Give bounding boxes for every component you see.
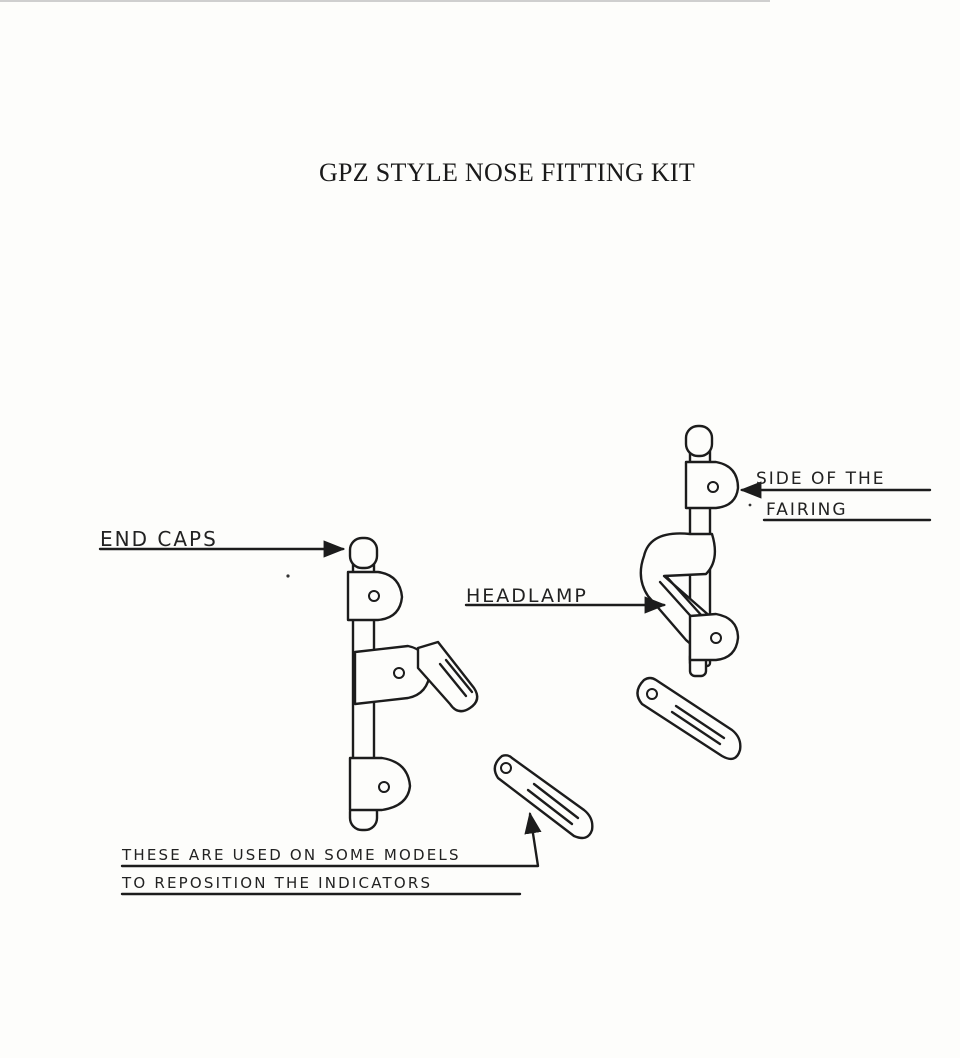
indicator-plate-center	[493, 754, 594, 840]
label-note-line2: TO REPOSITION THE INDICATORS	[122, 874, 433, 892]
diagram-title: GPZ STYLE NOSE FITTING KIT	[318, 158, 696, 187]
label-note-line1: THESE ARE USED ON SOME MODELS	[122, 846, 461, 864]
indicator-plate-right	[636, 676, 742, 761]
label-fairing: FAIRING	[766, 500, 848, 520]
right-top-end-cap	[684, 424, 714, 458]
label-end-caps: END CAPS	[100, 527, 218, 551]
label-side-of-the: SIDE OF THE	[756, 469, 886, 489]
label-headlamp: HEADLAMP	[466, 585, 588, 607]
left-bracket-assembly	[346, 536, 479, 832]
scan-edge-line	[0, 0, 770, 2]
plates-leader	[120, 811, 542, 868]
right-bracket-assembly	[639, 424, 740, 678]
left-bracket-arm	[416, 640, 479, 713]
left-top-end-cap	[348, 536, 379, 570]
